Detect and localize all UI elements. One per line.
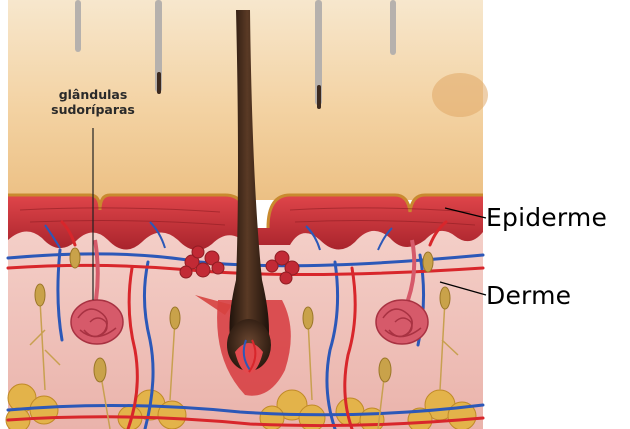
dermis-label: Derme — [486, 281, 571, 310]
sweat-glands-label-line2: sudoríparas — [38, 102, 148, 117]
sweat-glands-label-line1: glândulas — [38, 87, 148, 102]
epidermis-label: Epiderme — [486, 203, 607, 232]
surface-shading — [432, 73, 488, 117]
sweat-glands-label: glândulas sudoríparas — [38, 87, 148, 117]
